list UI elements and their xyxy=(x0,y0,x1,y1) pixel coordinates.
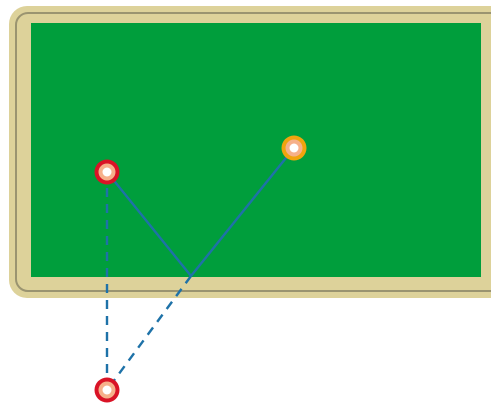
red-ball-mirror-image xyxy=(95,378,120,403)
yellow-ball xyxy=(282,136,307,161)
red-ball xyxy=(95,160,120,185)
table-felt xyxy=(31,23,481,277)
